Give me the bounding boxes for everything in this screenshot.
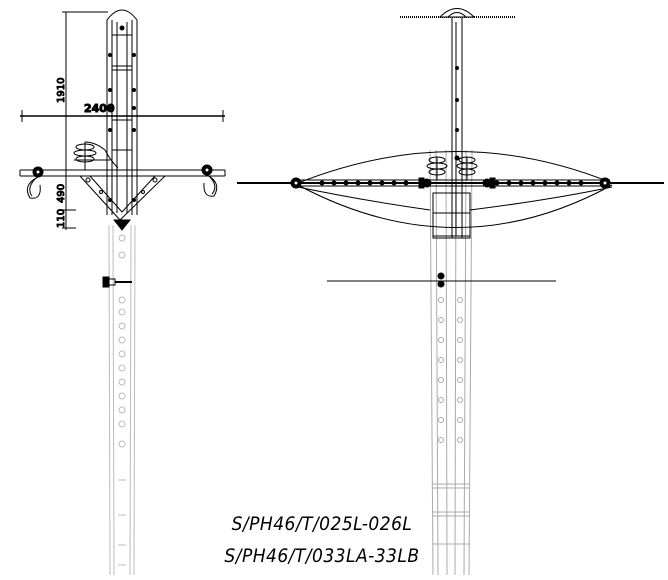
drawing-title-line-1: S/PH46/T/025L-026L xyxy=(231,513,413,535)
lower-crossbar xyxy=(327,272,556,288)
left-pole-holes xyxy=(118,234,126,566)
lower-height-a-label: 490 xyxy=(56,184,67,203)
left-pole-cap xyxy=(112,219,132,231)
pin-insulators xyxy=(426,156,478,180)
insulator-string xyxy=(290,177,611,189)
insulator-stack xyxy=(73,141,119,170)
left-crossarm xyxy=(19,169,226,221)
crossarm-width-label: 2400 xyxy=(84,102,115,115)
right-elevation xyxy=(237,8,664,576)
conductor-line xyxy=(237,179,664,187)
height-dimension-line xyxy=(62,11,108,230)
right-pole-top xyxy=(432,18,471,239)
crossarm-dimension-line xyxy=(20,110,225,122)
lower-height-b-label: 110 xyxy=(56,209,67,228)
conductor-curves xyxy=(297,151,613,228)
side-clamp xyxy=(102,276,132,288)
left-pole-top xyxy=(106,9,138,215)
upper-height-label: 1910 xyxy=(56,78,67,103)
right-end-fitting xyxy=(201,164,218,197)
left-end-fitting xyxy=(26,166,44,199)
left-pole-shaft xyxy=(108,224,136,576)
left-elevation: 2400 1910 490 110 xyxy=(19,9,226,576)
top-earth-wire xyxy=(400,8,516,18)
drawing-title-line-2: S/PH46/T/033LA-33LB xyxy=(224,545,420,567)
right-pole-holes xyxy=(438,297,463,443)
right-pole-shaft xyxy=(429,149,473,576)
